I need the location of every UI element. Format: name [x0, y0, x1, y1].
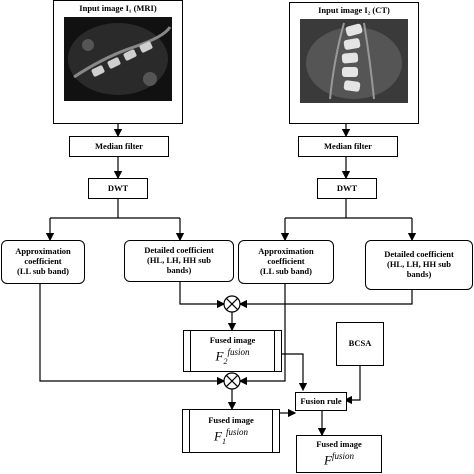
- fused-image-f1-symbol-base: F: [214, 428, 222, 444]
- fused-image-f2-title: Fused image: [209, 335, 256, 346]
- dwt-left-label: DWT: [107, 182, 129, 193]
- detail-left-line2: (HL, LH, HH sub: [146, 255, 211, 266]
- approx-left-line3: (LL sub band): [17, 265, 69, 276]
- median-filter-left: Median filter: [69, 136, 169, 157]
- fusion-rule-label: Fusion rule: [300, 395, 342, 406]
- approx-right-line1: Approximation: [258, 246, 314, 257]
- dwt-right-label: DWT: [336, 182, 358, 193]
- input-image-ct: Input image I₂ (CT): [289, 2, 419, 124]
- median-filter-right-label: Median filter: [324, 140, 372, 151]
- fused-image-f2: Fused image F2fusion: [183, 330, 282, 372]
- fused-image-f1-symbol-sub: 1: [221, 436, 226, 446]
- fused-image-final-title: Fused image: [316, 438, 362, 449]
- median-filter-left-label: Median filter: [95, 140, 143, 151]
- fused-image-final: Fused image Ffusion: [296, 435, 382, 473]
- edge-detail1-comb1: [179, 282, 226, 309]
- detail-right-line2: (HL, LH, HH sub: [386, 259, 451, 270]
- edge-detail2-comb1: [238, 290, 413, 309]
- combiner-lower: [223, 372, 241, 390]
- fused-image-f2-symbol-base: F: [215, 348, 224, 364]
- fused-image-f1-title: Fused image: [208, 415, 254, 426]
- dwt-left: DWT: [88, 178, 148, 199]
- ct-scan-image: [300, 19, 408, 103]
- fused-image-f2-symbol: F2fusion: [216, 347, 250, 366]
- detail-coefficient-right: Detailed coefficient (HL, LH, HH sub ban…: [365, 240, 473, 290]
- input-image-ct-label: Input image I₂ (CT): [318, 5, 390, 15]
- bcsa-label: BCSA: [348, 338, 372, 349]
- approx-right-line2: coefficient: [267, 256, 305, 267]
- approx-right-line3: (LL sub band): [260, 265, 312, 276]
- fused-image-f2-symbol-sub: 2: [223, 356, 228, 366]
- combiner-upper: [223, 295, 241, 313]
- edge-approx1-comb2: [39, 284, 226, 386]
- fused-image-final-symbol: Ffusion: [324, 451, 354, 468]
- fused-image-f2-symbol-sup: fusion: [227, 346, 250, 357]
- detail-right-line1: Detailed coefficient: [384, 249, 454, 260]
- fused-image-final-symbol-base: F: [324, 452, 332, 468]
- input-image-mri-label: Input image I₁ (MRI): [79, 3, 157, 13]
- bcsa-box: BCSA: [336, 322, 384, 366]
- dwt-right: DWT: [317, 178, 377, 199]
- approx-coefficient-right: Approximation coefficient (LL sub band): [238, 240, 334, 284]
- approx-left-line2: coefficient: [24, 256, 62, 267]
- fused-image-f1: Fused image F1fusion: [182, 409, 280, 453]
- detail-left-line1: Detailed coefficient: [144, 245, 214, 256]
- edge-fused2-rule: [282, 353, 308, 392]
- fused-image-f1-symbol: F1fusion: [214, 427, 248, 446]
- edge-approx2-comb2: [238, 284, 286, 386]
- detail-left-line3: bands): [166, 264, 192, 275]
- detail-coefficient-left: Detailed coefficient (HL, LH, HH sub ban…: [124, 240, 234, 282]
- edge-bcsa-rule: [343, 366, 361, 405]
- mri-scan-image: [64, 17, 172, 101]
- approx-coefficient-left: Approximation coefficient (LL sub band): [1, 240, 85, 284]
- input-image-mri: Input image I₁ (MRI): [53, 0, 183, 124]
- approx-left-line1: Approximation: [15, 246, 71, 257]
- fused-image-f1-symbol-sup: fusion: [225, 426, 248, 437]
- fusion-rule-box: Fusion rule: [295, 392, 347, 411]
- median-filter-right: Median filter: [298, 136, 398, 157]
- fused-image-final-symbol-sup: fusion: [331, 450, 354, 461]
- detail-right-line3: bands): [406, 268, 432, 279]
